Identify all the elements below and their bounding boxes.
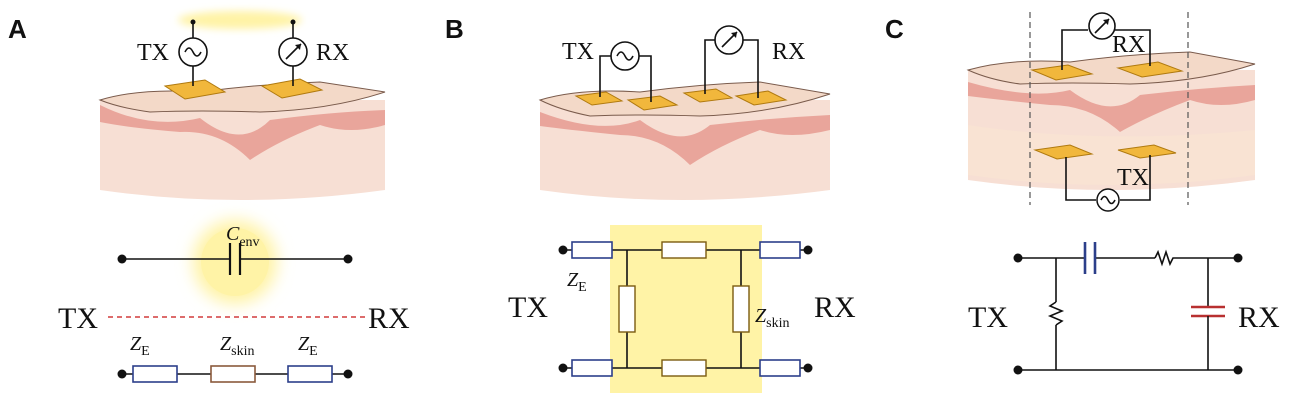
rx-meter-b: [704, 25, 759, 98]
panel-c-label: C: [885, 14, 904, 44]
ze-resistor-b-2: [759, 241, 801, 259]
zskin-resistor-b-bottom: [661, 359, 707, 377]
ze-label-b: ZE: [567, 269, 587, 295]
tx-label-a: TX: [137, 40, 169, 66]
tx-pad-c-1: [1033, 144, 1094, 160]
zskin-resistor-b-top: [661, 241, 707, 259]
series-resistor-c: [1154, 249, 1175, 267]
tx-source-a: [178, 19, 208, 86]
ze-resistor-2: [287, 365, 333, 383]
air-coupling-glow: [178, 11, 302, 29]
rx-pad-a: [260, 78, 324, 99]
ze-resistor-b-3: [571, 359, 613, 377]
sine-icon: [616, 51, 634, 61]
zskin-label-b: Zskin: [755, 305, 789, 331]
panel-c: C RX TX: [885, 12, 1280, 375]
skin-block-b: [538, 81, 831, 200]
pad-b-1: [574, 91, 624, 106]
bottom-rx-label-a: RX: [368, 302, 410, 335]
ze1-label-a: ZE: [130, 333, 150, 359]
skin-block-a: [98, 81, 386, 200]
zskin-resistor-b-right: [732, 285, 750, 333]
panel-a-label: A: [8, 14, 27, 44]
sine-icon: [184, 47, 202, 57]
tx-source-c: [1065, 155, 1151, 212]
cenv-capacitor: [117, 243, 353, 275]
pad-b-2: [626, 95, 679, 111]
circuit-tx-label-c: TX: [968, 301, 1008, 334]
zskin-resistor-b-left: [618, 285, 636, 333]
ze2-label-a: ZE: [298, 333, 318, 359]
implant-circuit-c: [1013, 242, 1243, 375]
ze-resistor-b-4: [759, 359, 801, 377]
ze-resistor-b-1: [571, 241, 613, 259]
rx-meter-c: [1061, 12, 1151, 70]
rx-pad-c-2: [1116, 61, 1184, 78]
ze-resistor-1: [132, 365, 178, 383]
tx-label-b: TX: [562, 39, 594, 65]
circuit-tx-label-b: TX: [508, 291, 548, 324]
shunt-resistor-c: [1047, 301, 1065, 326]
bottom-tx-label-a: TX: [58, 302, 98, 335]
rx-label-b: RX: [772, 39, 805, 65]
zskin-resistor-a: [210, 365, 256, 383]
panel-b: B TX RX: [445, 14, 856, 393]
cenv-label: Cenv: [226, 223, 260, 250]
panel-a: A TX RX: [8, 11, 410, 383]
panel-b-label: B: [445, 14, 464, 44]
tx-pad-c-2: [1117, 144, 1177, 159]
zskin-label-a: Zskin: [220, 333, 254, 359]
skin-network-circuit-b: [558, 241, 813, 377]
rx-label-a: RX: [316, 40, 349, 66]
skin-block-c: [966, 51, 1256, 190]
rx-meter-a: [278, 19, 308, 86]
rx-pad-c-1: [1030, 64, 1094, 81]
rx-label-c: RX: [1112, 32, 1145, 58]
circuit-rx-label-c: RX: [1238, 301, 1280, 334]
tx-label-c: TX: [1117, 165, 1149, 191]
tx-source-b: [599, 41, 652, 102]
circuit-rx-label-b: RX: [814, 291, 856, 324]
tx-pad-a: [163, 79, 227, 100]
series-impedance-chain-a: [117, 365, 353, 383]
sine-icon: [1100, 195, 1116, 205]
